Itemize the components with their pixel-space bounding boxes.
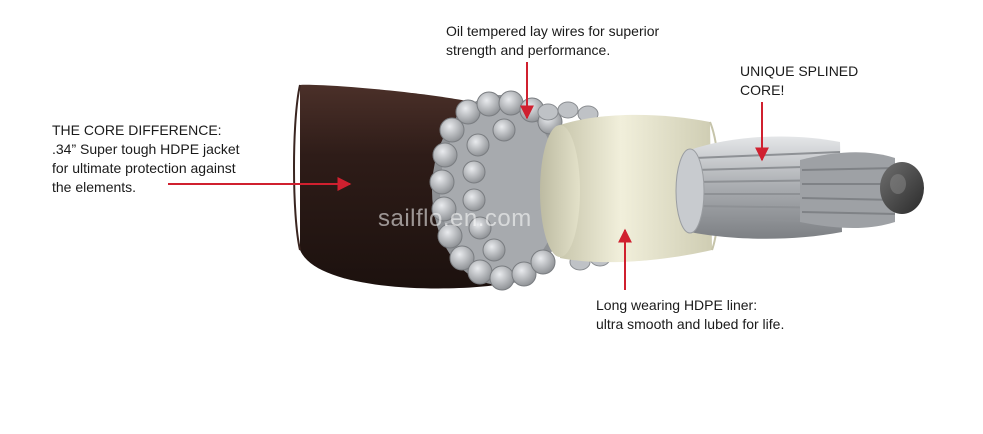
label-lay-wires: Oil tempered lay wires for superior stre… — [446, 23, 660, 58]
label-jacket: THE CORE DIFFERENCE: .34” Super tough HD… — [52, 122, 240, 195]
label-liner: Long wearing HDPE liner: ultra smooth an… — [596, 297, 785, 332]
center-core-wire — [880, 162, 924, 214]
inner-strands — [800, 152, 896, 228]
lay-wires-bundle — [429, 90, 611, 291]
hdpe-liner — [540, 114, 721, 263]
callout-arrows — [168, 62, 769, 290]
watermark: sailflo.en.com — [378, 205, 532, 232]
label-splined-core: UNIQUE SPLINED CORE! — [740, 63, 859, 98]
